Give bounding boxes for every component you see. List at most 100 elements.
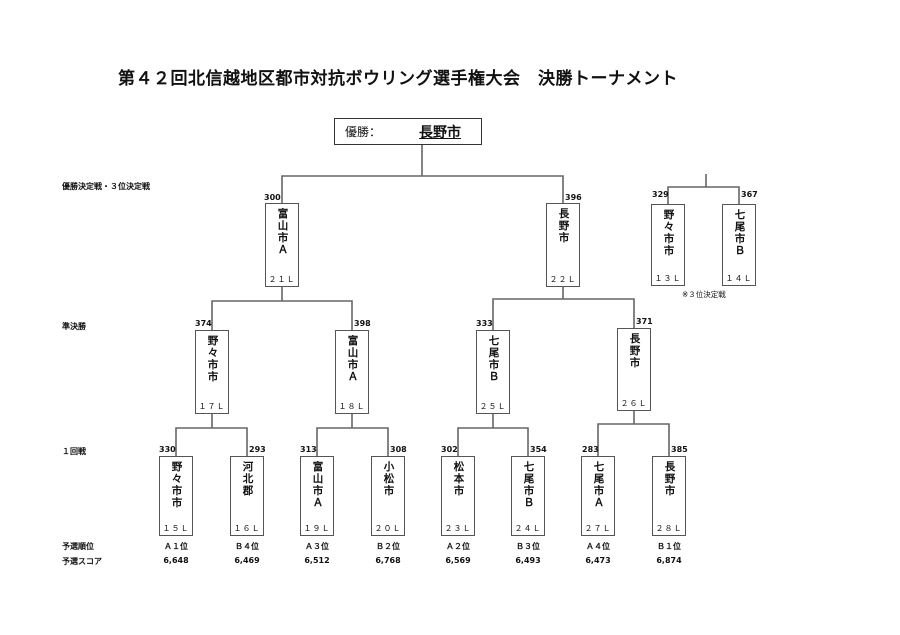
first-round-team-box: 富山市Ａ １９Ｌ [300, 456, 334, 536]
semifinal-score: 398 [354, 319, 371, 328]
qual-score: 6,768 [375, 556, 401, 565]
team-name: 野々市市 [170, 461, 183, 509]
lane-number: １９Ｌ [303, 524, 331, 533]
team-name: 松本市 [452, 461, 465, 497]
team-name: 富山市Ａ [276, 208, 289, 256]
qual-rank: Ａ２位 [446, 542, 470, 551]
team-name: 小松市 [382, 461, 395, 497]
bracket-line [316, 427, 389, 456]
winner-box: 優勝： 長野市 [334, 118, 482, 145]
first-round-score: 308 [390, 445, 407, 454]
lane-number: ２２Ｌ [549, 275, 577, 284]
semifinal-team-box: 富山市Ａ １８Ｌ [335, 330, 369, 414]
qual-rank: Ａ３位 [305, 542, 329, 551]
bracket-line [211, 300, 353, 330]
qual-rank: Ｂ３位 [516, 542, 540, 551]
lane-number: ２４Ｌ [514, 524, 542, 533]
team-name: 長野市 [557, 208, 570, 244]
semifinal-score: 333 [476, 319, 493, 328]
final-score: 300 [264, 193, 281, 202]
bracket-line [175, 427, 248, 456]
label-first-round: １回戦 [62, 447, 86, 456]
first-round-score: 302 [441, 445, 458, 454]
third-place-team-box: 野々市市 １３Ｌ [651, 204, 685, 286]
qual-rank: Ａ４位 [586, 542, 610, 551]
team-name: 野々市市 [206, 335, 219, 383]
team-name: 長野市 [628, 333, 641, 369]
qual-score: 6,473 [585, 556, 611, 565]
qual-rank: Ａ１位 [164, 542, 188, 551]
lane-number: １８Ｌ [338, 402, 366, 411]
team-name: 七尾市Ｂ [487, 335, 500, 383]
team-name: 七尾市Ｂ [733, 209, 746, 257]
first-round-team-box: 野々市市 １５Ｌ [159, 456, 193, 536]
lane-number: ２７Ｌ [584, 524, 612, 533]
first-round-team-box: 長野市 ２８Ｌ [652, 456, 686, 536]
qual-score: 6,569 [445, 556, 471, 565]
bracket-line [281, 175, 564, 203]
first-round-score: 283 [582, 445, 599, 454]
team-name: 富山市Ａ [311, 461, 324, 509]
first-round-score: 385 [671, 445, 688, 454]
lane-number: ２０Ｌ [374, 524, 402, 533]
label-qual-score: 予選スコア [62, 557, 102, 566]
lane-number: ２６Ｌ [620, 399, 648, 408]
first-round-score: 293 [249, 445, 266, 454]
team-name: 富山市Ａ [346, 335, 359, 383]
lane-number: ２１Ｌ [268, 275, 296, 284]
qual-rank: Ｂ４位 [235, 542, 259, 551]
team-name: 野々市市 [662, 209, 675, 257]
qual-score: 6,493 [515, 556, 541, 565]
winner-name: 長野市 [419, 124, 461, 141]
team-name: 河北郡 [241, 461, 254, 497]
qual-score: 6,469 [234, 556, 260, 565]
final-score: 396 [565, 193, 582, 202]
third-place-score: 367 [741, 190, 758, 199]
third-place-score: 329 [652, 190, 669, 199]
label-final: 優勝決定戦・３位決定戦 [62, 182, 150, 191]
first-round-team-box: 小松市 ２０Ｌ [371, 456, 405, 536]
qual-rank: Ｂ２位 [376, 542, 400, 551]
third-place-team-box: 七尾市Ｂ １４Ｌ [722, 204, 756, 286]
first-round-team-box: 河北郡 １６Ｌ [230, 456, 264, 536]
first-round-score: 354 [530, 445, 547, 454]
final-team-box: 富山市Ａ ２１Ｌ [265, 203, 299, 287]
bracket-line [597, 423, 670, 456]
semifinal-score: 374 [195, 319, 212, 328]
lane-number: ２３Ｌ [444, 524, 472, 533]
label-semifinal: 準決勝 [62, 322, 86, 331]
label-qual-rank: 予選順位 [62, 542, 94, 551]
bracket-line [667, 186, 740, 204]
first-round-score: 330 [159, 445, 176, 454]
final-team-box: 長野市 ２２Ｌ [546, 203, 580, 287]
qual-score: 6,648 [163, 556, 189, 565]
team-name: 七尾市Ｂ [522, 461, 535, 509]
lane-number: １３Ｌ [654, 274, 682, 283]
team-name: 長野市 [663, 461, 676, 497]
bracket-line [457, 427, 529, 456]
team-name: 七尾市Ａ [592, 461, 605, 509]
qual-rank: Ｂ１位 [657, 542, 681, 551]
semifinal-score: 371 [636, 317, 653, 326]
qual-score: 6,512 [304, 556, 330, 565]
lane-number: ２５Ｌ [479, 402, 507, 411]
first-round-team-box: 松本市 ２３Ｌ [441, 456, 475, 536]
lane-number: ２８Ｌ [655, 524, 683, 533]
lane-number: １４Ｌ [725, 274, 753, 283]
semifinal-team-box: 長野市 ２６Ｌ [617, 328, 651, 411]
first-round-team-box: 七尾市Ｂ ２４Ｌ [511, 456, 545, 536]
lane-number: １５Ｌ [162, 524, 190, 533]
semifinal-team-box: 七尾市Ｂ ２５Ｌ [476, 330, 510, 414]
qual-score: 6,874 [656, 556, 682, 565]
third-place-note: ※３位決定戦 [682, 290, 726, 299]
winner-label: 優勝： [345, 125, 382, 139]
page-title: 第４２回北信越地区都市対抗ボウリング選手権大会 決勝トーナメント [118, 69, 678, 89]
semifinal-team-box: 野々市市 １７Ｌ [195, 330, 229, 414]
lane-number: １６Ｌ [233, 524, 261, 533]
first-round-team-box: 七尾市Ａ ２７Ｌ [581, 456, 615, 536]
first-round-score: 313 [300, 445, 317, 454]
lane-number: １７Ｌ [198, 402, 226, 411]
bracket-line [492, 298, 635, 330]
